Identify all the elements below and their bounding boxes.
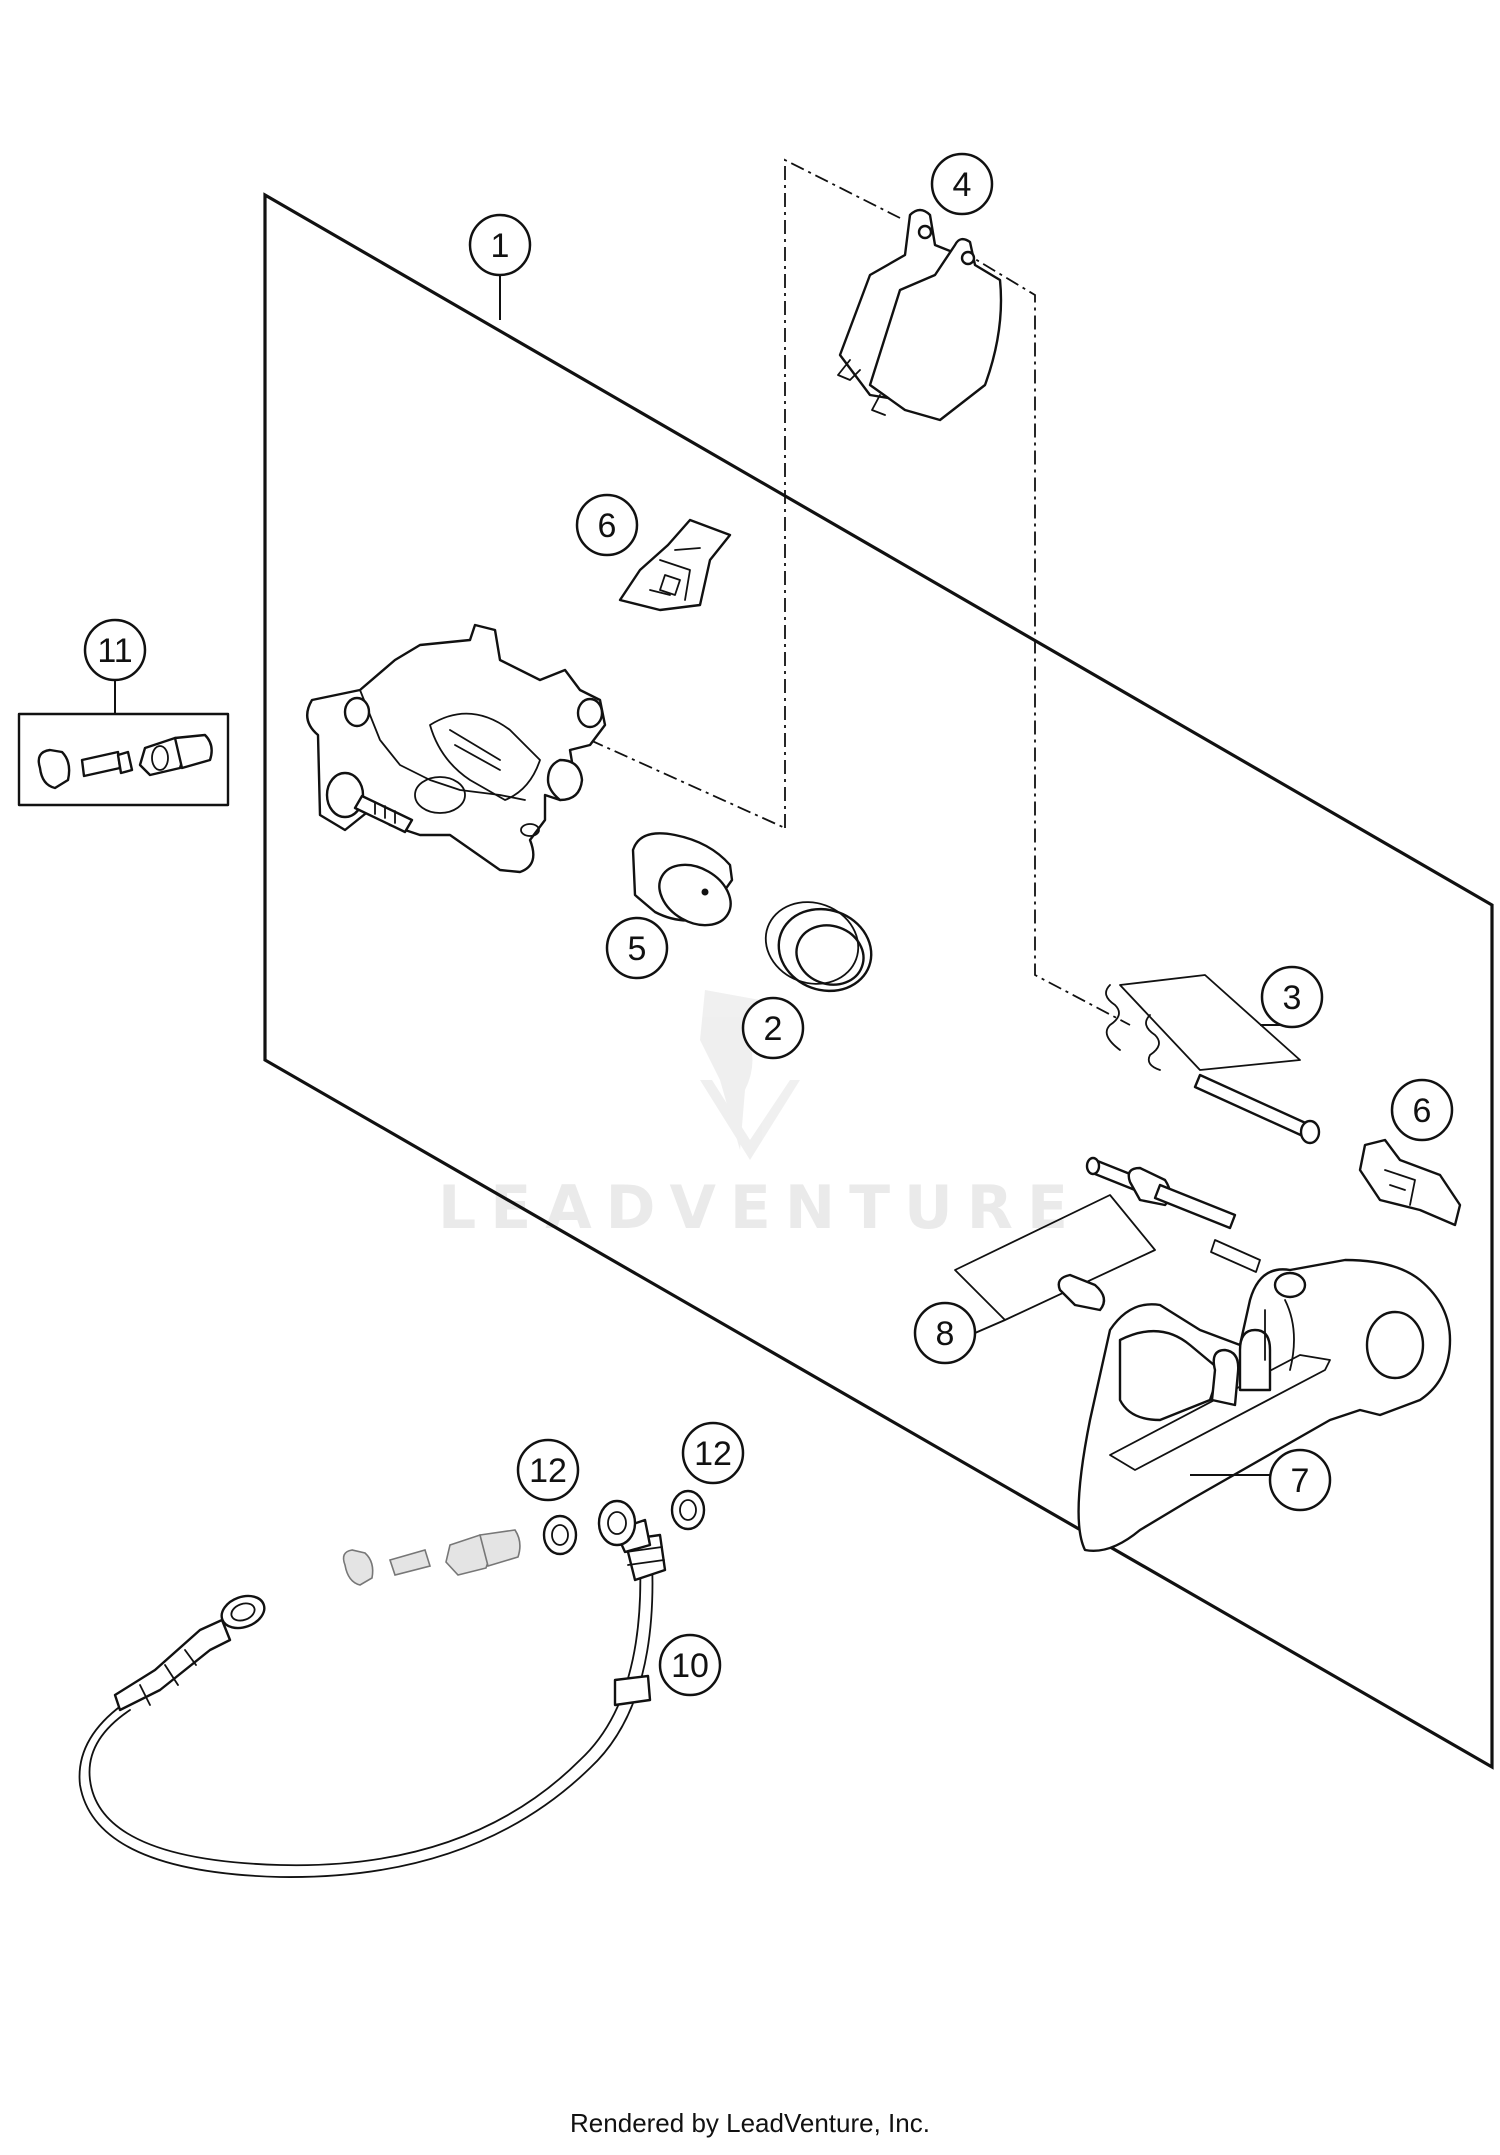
callout-7: 7 [1268, 1448, 1332, 1512]
callout-12-right: 12 [681, 1421, 745, 1485]
callout-2-label: 2 [764, 1010, 783, 1048]
piston-seal-rings [764, 901, 873, 993]
caliper-alignment-line [589, 739, 786, 829]
callout-6-upper: 6 [575, 493, 639, 557]
brake-hose [78, 1499, 667, 1878]
callout-10: 10 [658, 1633, 722, 1697]
watermark-text: LEADVENTURE [438, 1173, 1082, 1243]
caliper-support-bracket [1077, 1258, 1452, 1552]
callout-1: 1 [468, 213, 532, 277]
callout-12-right-label: 12 [694, 1435, 732, 1473]
callout-7-label: 7 [1291, 1462, 1310, 1500]
sealing-washers [542, 1489, 706, 1556]
callout-3: 3 [1260, 965, 1324, 1029]
assembly-frame [263, 192, 1494, 1770]
bleeder-valve-kit [17, 712, 230, 807]
callout-8: 8 [913, 1301, 977, 1365]
callout-4-label: 4 [953, 166, 972, 204]
callout-6-upper-label: 6 [598, 507, 617, 545]
pin-kit [1105, 974, 1321, 1145]
callout-11-label: 11 [97, 632, 132, 670]
callout-8-label: 8 [936, 1315, 955, 1353]
callout-11: 11 [83, 618, 147, 682]
pin-alignment-line [959, 249, 1131, 1026]
callout-12-left: 12 [516, 1438, 580, 1502]
callout-6-right: 6 [1390, 1078, 1454, 1142]
callout-5: 5 [605, 916, 669, 980]
callout-2: 2 [741, 996, 805, 1060]
pad-spring-clip-right [1358, 1138, 1462, 1227]
pad-spring-clip-upper [618, 518, 732, 612]
footer-credit: Rendered by LeadVenture, Inc. [570, 2108, 930, 2138]
callout-5-label: 5 [628, 930, 647, 968]
callout-10-label: 10 [671, 1647, 709, 1685]
bleeder-valve-loose [342, 1529, 521, 1586]
pad-alignment-line [784, 158, 901, 828]
callout-1-label: 1 [491, 227, 510, 265]
callout-3-label: 3 [1283, 979, 1302, 1017]
brake-pads [837, 208, 1003, 422]
caliper-piston [631, 832, 734, 927]
callout-12-left-label: 12 [529, 1452, 567, 1490]
guide-pin-kit [954, 1156, 1261, 1321]
brake-caliper-housing [306, 623, 607, 874]
callout-4: 4 [930, 152, 994, 216]
callout-6-right-label: 6 [1413, 1092, 1432, 1130]
